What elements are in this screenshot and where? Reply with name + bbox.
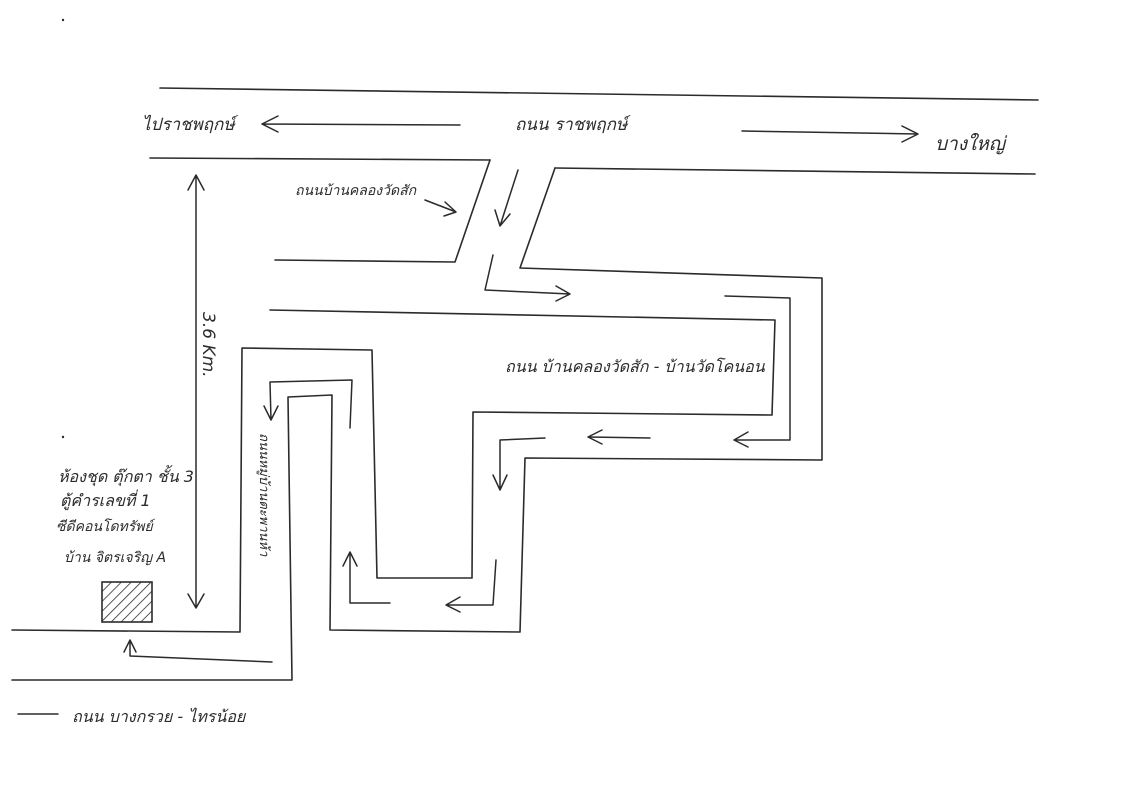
dot-mark bbox=[61, 18, 65, 22]
label-bottom-road: ถนน บางกรวย - ไทรน้อย bbox=[72, 707, 247, 726]
direction-arrows bbox=[17, 115, 919, 715]
label-bang-yai: บางใหญ่ bbox=[935, 132, 1008, 155]
label-ban-khlong-wat-sak-road: ถนนบ้านคลองวัดสัก bbox=[295, 183, 418, 199]
label-destination-line2: ตู้คำรเลขที่ 1 bbox=[60, 489, 151, 511]
label-destination-line1: ห้องชุด ตุ๊กตา ชั้น 3 bbox=[58, 465, 194, 487]
label-ratchaphruek-road: ถนน ราชพฤกษ์ bbox=[515, 115, 632, 135]
label-side-road-vertical: ถนนหมู่บ้านตะพานห้า bbox=[256, 433, 271, 557]
destination-building bbox=[101, 581, 153, 623]
label-destination-line3: ซีดีคอนโดทรัพย์ bbox=[56, 518, 156, 535]
dot-mark bbox=[61, 435, 65, 439]
label-ban-khlong-wat-sak-ban-wat-lat-road: ถนน บ้านคลองวัดสัก - บ้านวัดโคนอน bbox=[505, 357, 766, 376]
label-destination-line4: บ้าน จิตรเจริญ A bbox=[64, 550, 166, 566]
label-to-ratchaphruek: ไปราชพฤกษ์ bbox=[142, 114, 239, 135]
ban-khlong-wat-sak-road bbox=[11, 159, 823, 681]
label-distance: 3.6 Km. bbox=[198, 312, 218, 378]
ratchaphruek-road bbox=[149, 87, 1039, 175]
